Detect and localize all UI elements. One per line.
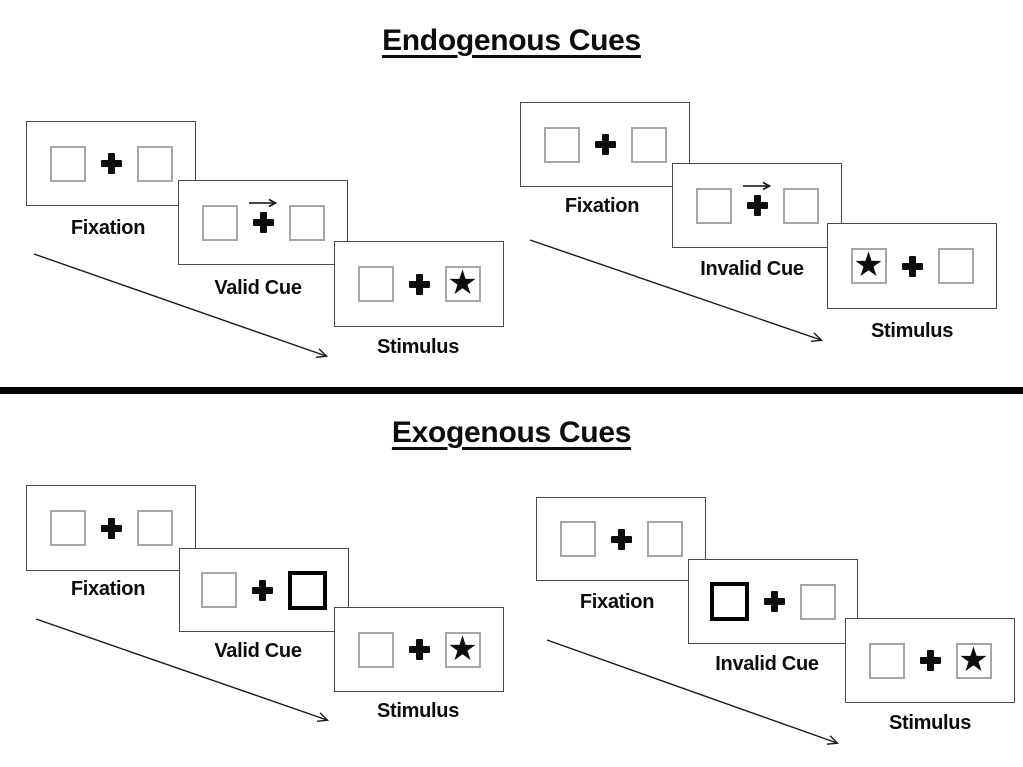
time-arrow-exogenous-valid	[35, 618, 327, 720]
endogenous-invalid-cue-panel	[672, 163, 842, 248]
right-box	[782, 187, 819, 224]
step-label: Valid Cue	[214, 277, 302, 299]
left-box	[201, 204, 238, 241]
star-icon: ★	[447, 263, 478, 303]
time-arrow-endogenous-invalid	[529, 239, 821, 340]
left-box: ★	[850, 245, 887, 285]
step-label: Fixation	[70, 578, 146, 600]
step-label: Fixation	[564, 195, 640, 217]
star-icon: ★	[853, 245, 884, 285]
fixation-cross-icon	[252, 212, 274, 233]
exogenous-invalid-cue-panel	[688, 559, 858, 644]
exogenous-valid-fixation-panel	[26, 485, 196, 571]
fixation-cross-icon	[100, 517, 122, 539]
right-box	[288, 204, 325, 241]
right-box	[937, 248, 974, 284]
section-title-endogenous: Endogenous Cues	[382, 24, 641, 57]
fixation-cross-icon	[901, 255, 923, 277]
step-label: Fixation	[579, 591, 655, 613]
right-arrow-icon	[249, 198, 278, 208]
fixation-cross-icon	[919, 650, 941, 671]
left-box	[49, 145, 86, 182]
highlighted-cue-box-right	[288, 570, 327, 610]
star-icon: ★	[447, 628, 478, 669]
fixation-cross-icon	[594, 134, 616, 155]
endogenous-invalid-stimulus-panel: ★	[827, 223, 997, 309]
endogenous-valid-cue-panel	[178, 180, 348, 265]
endogenous-valid-fixation-panel	[26, 121, 196, 206]
step-label: Fixation	[70, 217, 146, 239]
step-label: Stimulus	[888, 712, 972, 734]
left-box	[49, 510, 86, 546]
fixation-cross-icon	[408, 273, 430, 295]
fixation-cross-icon	[252, 579, 273, 601]
section-divider	[0, 387, 1023, 394]
right-box	[136, 145, 173, 182]
exogenous-invalid-fixation-panel	[536, 497, 706, 581]
step-label: Stimulus	[376, 700, 460, 722]
highlighted-cue-box-left	[710, 582, 749, 621]
right-box: ★	[955, 639, 992, 680]
right-box	[646, 521, 683, 557]
star-icon: ★	[958, 639, 989, 680]
right-box: ★	[444, 263, 481, 303]
fixation-cross-icon	[764, 591, 785, 612]
fixation-cross-icon	[610, 528, 632, 550]
left-box	[201, 572, 237, 608]
right-box	[800, 583, 836, 620]
right-box: ★	[444, 628, 481, 669]
left-box	[868, 642, 905, 679]
time-arrow-endogenous-valid	[33, 253, 326, 356]
fixation-cross-icon	[100, 153, 122, 174]
exogenous-valid-stimulus-panel: ★	[334, 607, 504, 692]
exogenous-valid-cue-panel	[179, 548, 349, 632]
left-box	[695, 187, 732, 224]
section-title-exogenous: Exogenous Cues	[391, 416, 632, 449]
left-box	[357, 266, 394, 302]
left-box	[357, 631, 394, 668]
endogenous-invalid-fixation-panel	[520, 102, 690, 187]
left-box	[543, 126, 580, 163]
step-label: Valid Cue	[214, 640, 302, 662]
right-box	[136, 510, 173, 546]
step-label: Invalid Cue	[715, 653, 819, 675]
left-box	[559, 521, 596, 557]
endogenous-valid-stimulus-panel: ★	[334, 241, 504, 327]
fixation-cross-icon	[408, 639, 430, 660]
fixation-cross-icon	[746, 195, 768, 216]
step-label: Stimulus	[870, 320, 954, 342]
step-label: Invalid Cue	[700, 258, 804, 280]
exogenous-invalid-stimulus-panel: ★	[845, 618, 1015, 703]
right-arrow-icon	[743, 181, 772, 191]
right-box	[630, 126, 667, 163]
step-label: Stimulus	[376, 336, 460, 358]
